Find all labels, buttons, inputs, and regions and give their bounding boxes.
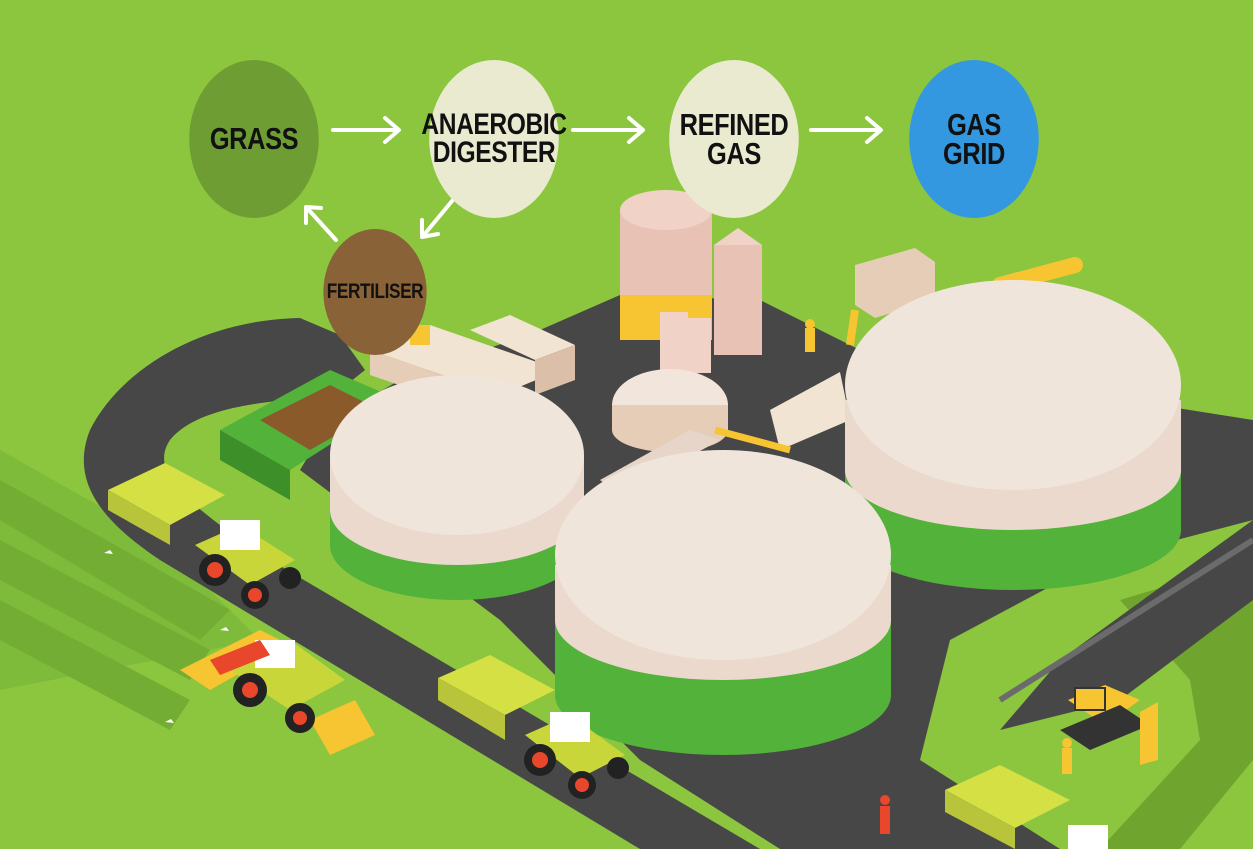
hill bbox=[1100, 560, 1253, 849]
feed-bunker bbox=[220, 370, 400, 500]
arrow-fertiliser-to-grass bbox=[304, 205, 338, 242]
node-gas-grid-label: GAS GRID bbox=[943, 106, 1005, 171]
mown-field bbox=[0, 450, 260, 730]
node-anaerobic-digester: ANAEROBIC DIGESTER bbox=[421, 60, 567, 218]
node-refined-gas: REFINED GAS bbox=[669, 60, 799, 218]
arrow-digester-to-fertiliser bbox=[420, 193, 459, 239]
trailer-icon bbox=[945, 765, 1108, 849]
gas-pipe bbox=[714, 426, 791, 454]
node-fertiliser: FERTILISER bbox=[323, 229, 427, 355]
node-fertiliser-label: FERTILISER bbox=[326, 280, 424, 304]
silo-icon bbox=[620, 190, 762, 373]
arrow-refined-to-grid bbox=[809, 116, 883, 144]
node-grass: GRASS bbox=[189, 60, 319, 218]
node-anaerobic-digester-label: ANAEROBIC DIGESTER bbox=[421, 107, 567, 169]
node-grass-label: GRASS bbox=[209, 121, 299, 157]
digester-tank-icon bbox=[330, 375, 584, 600]
tractor-icon bbox=[438, 655, 629, 799]
flow-arrows bbox=[304, 116, 883, 242]
arrow-grass-to-digester bbox=[331, 116, 401, 144]
digester-tank-icon bbox=[555, 450, 891, 755]
digester-tank-icon bbox=[845, 280, 1181, 590]
node-gas-grid: GAS GRID bbox=[909, 60, 1039, 218]
tractor-icon bbox=[108, 463, 301, 609]
bird-icon bbox=[104, 550, 229, 723]
node-refined-gas-label: REFINED GAS bbox=[679, 106, 789, 171]
worker-icon bbox=[805, 319, 1072, 834]
arrow-digester-to-refined bbox=[571, 116, 645, 144]
gas-pipe bbox=[846, 309, 859, 346]
mower-icon bbox=[180, 630, 375, 755]
bulldozer-icon bbox=[1060, 685, 1158, 765]
